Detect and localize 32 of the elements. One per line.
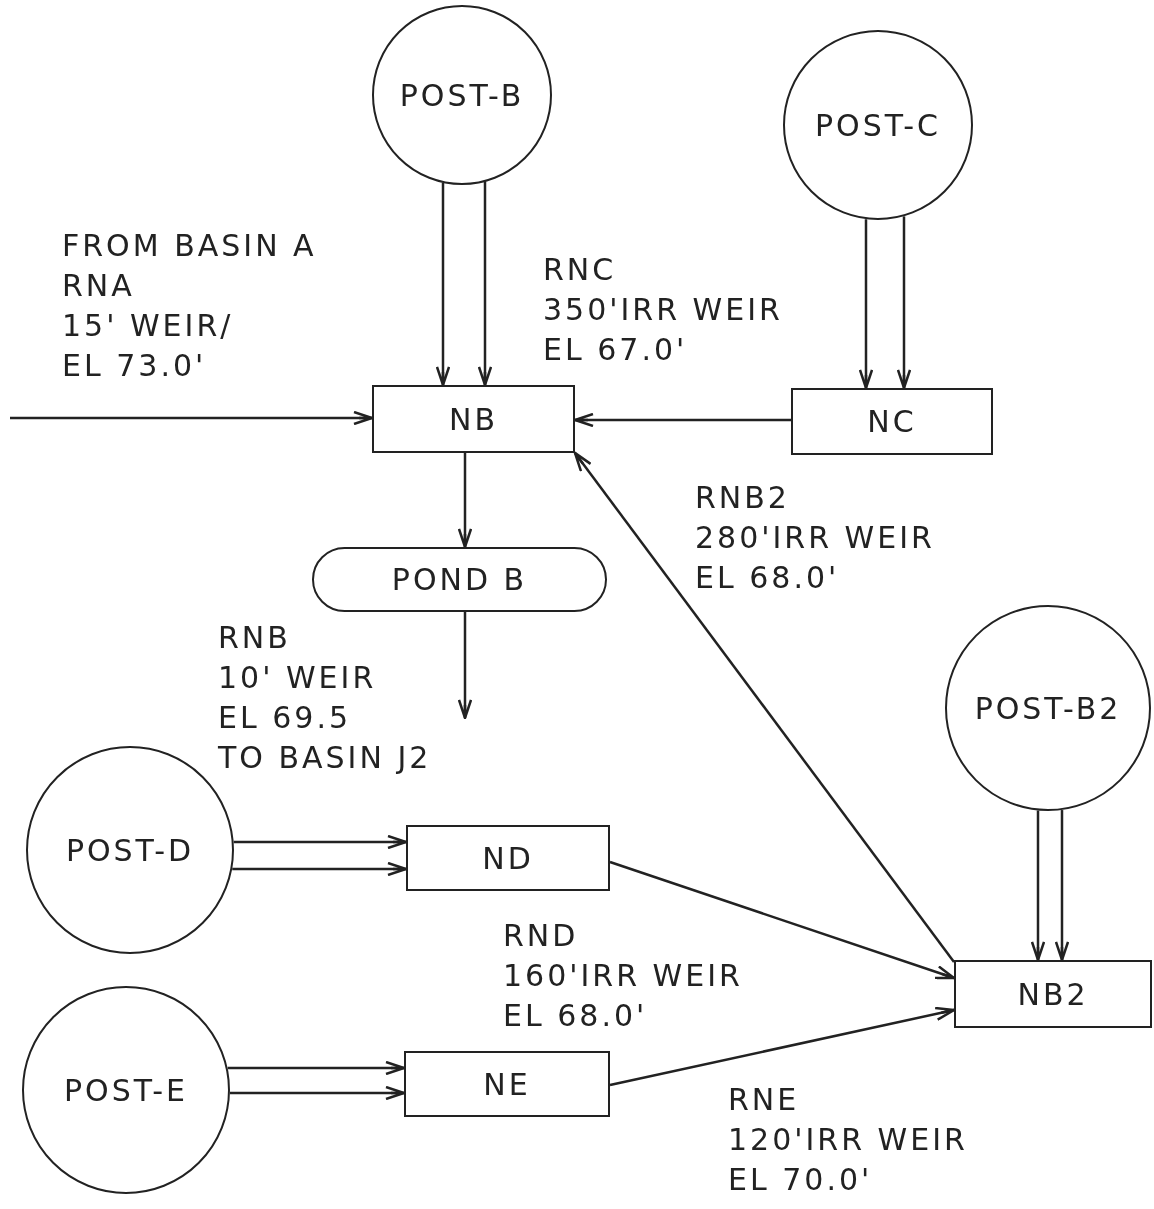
node-box (404, 1051, 610, 1117)
arrow (233, 834, 408, 850)
node-box (954, 960, 1152, 1028)
node-label: POST-D (65, 832, 195, 868)
arrow (896, 216, 912, 390)
node-label: NB2 (1017, 976, 1089, 1012)
arrow (609, 1006, 956, 1087)
arrow (1054, 810, 1070, 962)
node-box (372, 385, 575, 453)
arrow (609, 860, 956, 980)
node-label: POST-B2 (974, 690, 1122, 726)
arrow (573, 451, 955, 963)
arrow (229, 1085, 406, 1101)
node-label: NB (449, 401, 498, 437)
node-box (406, 825, 610, 891)
arrow (435, 182, 451, 387)
node-label: POST-B (399, 77, 525, 113)
arrow (858, 219, 874, 390)
node-label: POND B (391, 562, 528, 597)
node-label: ND (482, 840, 534, 876)
arrow (477, 182, 493, 387)
node-label: NC (867, 404, 917, 439)
node-label: POST-E (63, 1072, 189, 1108)
arrow (232, 861, 408, 877)
node-label: NE (483, 1066, 531, 1102)
arrow (457, 453, 473, 549)
arrow (1030, 810, 1046, 962)
arrow (227, 1060, 406, 1076)
arrow (10, 410, 374, 426)
node-label: POST-C (814, 107, 942, 143)
arrow (457, 612, 473, 720)
node-box (791, 388, 993, 455)
